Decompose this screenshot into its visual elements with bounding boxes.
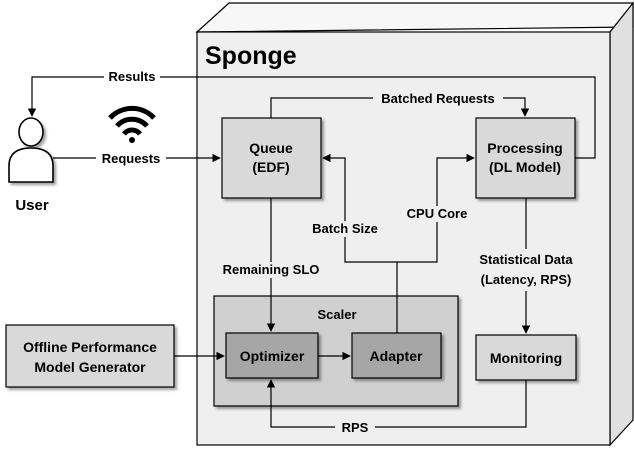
adapter-label: Adapter [370, 348, 423, 364]
results-label-bg [104, 69, 160, 83]
statistical-data-label-bg [470, 249, 582, 291]
cpu-core-label: CPU Core [407, 206, 468, 221]
monitoring-label: Monitoring [490, 350, 562, 366]
statistical-data-label: Statistical Data [479, 252, 573, 267]
offline-generator-sublabel: Model Generator [34, 359, 146, 375]
statistical-data-sublabel: (Latency, RPS) [481, 272, 572, 287]
sponge-container-top [195, 2, 634, 33]
scaler-title: Scaler [317, 307, 356, 322]
batched-requests-label-bg [373, 91, 503, 105]
edge-results [27, 76, 596, 159]
queue-sublabel: (EDF) [252, 159, 289, 175]
batch-size-label-bg [305, 221, 385, 237]
rps-label-bg [335, 420, 375, 434]
user-label: User [15, 197, 49, 214]
batched-requests-label: Batched Requests [381, 91, 494, 106]
results-label: Results [109, 69, 156, 84]
remaining-slo-label-bg [215, 262, 327, 278]
requests-label: Requests [102, 151, 161, 166]
offline-generator-label: Offline Performance [23, 339, 157, 355]
user-icon [8, 117, 54, 183]
offline-generator-box [5, 324, 175, 388]
monitoring-box [475, 334, 577, 381]
edge-rps [266, 379, 527, 428]
rps-label: RPS [342, 420, 369, 435]
queue-label: Queue [249, 140, 293, 156]
edge-batch-size [322, 153, 398, 333]
optimizer-label: Optimizer [240, 348, 305, 364]
cpu-core-label-bg [402, 206, 474, 222]
requests-label-bg [96, 151, 166, 165]
adapter-box [351, 332, 442, 379]
queue-box [221, 117, 322, 199]
processing-sublabel: (DL Model) [489, 159, 561, 175]
processing-box [475, 117, 576, 199]
processing-label: Processing [487, 140, 562, 156]
wifi-icon [108, 105, 156, 143]
sponge-title: Sponge [205, 42, 297, 70]
batch-size-label: Batch Size [312, 221, 378, 236]
sponge-container-side [609, 1, 634, 447]
remaining-slo-label: Remaining SLO [223, 262, 320, 277]
